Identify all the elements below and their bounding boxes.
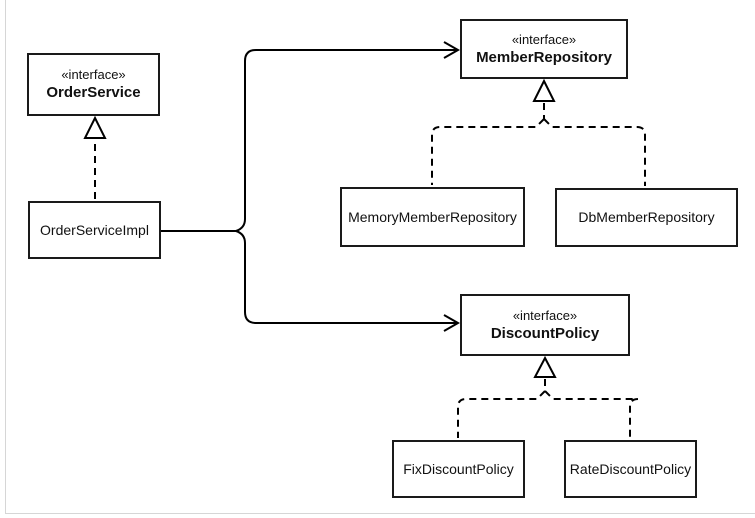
window-bottom-border <box>5 513 755 514</box>
edge-realization-fixdiscountpolicy-discountpolicy[interactable] <box>457 355 557 438</box>
open-arrowhead-icon <box>443 314 461 332</box>
node-name: DbMemberRepository <box>578 209 715 225</box>
edge-dependency-orderserviceimpl-memberrepository[interactable] <box>161 41 461 232</box>
node-order-service[interactable]: «interface» OrderService <box>27 53 160 116</box>
node-name: FixDiscountPolicy <box>403 460 514 477</box>
node-name: MemberRepository <box>476 48 612 66</box>
stereotype-label: «interface» <box>511 31 577 47</box>
node-name: OrderService <box>46 84 141 101</box>
node-memory-member-repository[interactable]: MemoryMemberRepository <box>340 187 525 247</box>
hollow-triangle-icon <box>533 355 557 378</box>
window-left-border <box>5 0 6 514</box>
node-discount-policy[interactable]: «interface» DiscountPolicy <box>460 294 630 356</box>
node-member-repository[interactable]: «interface» MemberRepository <box>460 19 628 79</box>
node-db-member-repository[interactable]: DbMemberRepository <box>555 188 738 247</box>
node-name: RateDiscountPolicy <box>569 460 692 477</box>
node-fix-discount-policy[interactable]: FixDiscountPolicy <box>392 440 525 498</box>
edge-realization-orderserviceimpl-orderservice[interactable] <box>83 115 107 199</box>
node-order-service-impl[interactable]: OrderServiceImpl <box>28 201 161 259</box>
node-name: DiscountPolicy <box>490 324 600 342</box>
open-arrowhead-icon <box>443 41 461 59</box>
edge-realization-memorymemberrepository-memberrepository[interactable] <box>431 78 556 185</box>
edge-dependency-orderserviceimpl-discountpolicy[interactable] <box>235 230 461 332</box>
edge-realization-ratediscountpolicy-discountpolicy[interactable] <box>544 390 639 438</box>
node-rate-discount-policy[interactable]: RateDiscountPolicy <box>564 440 697 498</box>
stereotype-label: «interface» <box>61 67 126 82</box>
node-name: OrderServiceImpl <box>40 221 149 238</box>
hollow-triangle-icon <box>532 78 556 102</box>
edge-realization-dbmemberrepository-memberrepository[interactable] <box>543 118 646 186</box>
hollow-triangle-icon <box>83 115 107 139</box>
stereotype-label: «interface» <box>512 307 578 323</box>
node-name: MemoryMemberRepository <box>348 208 517 225</box>
